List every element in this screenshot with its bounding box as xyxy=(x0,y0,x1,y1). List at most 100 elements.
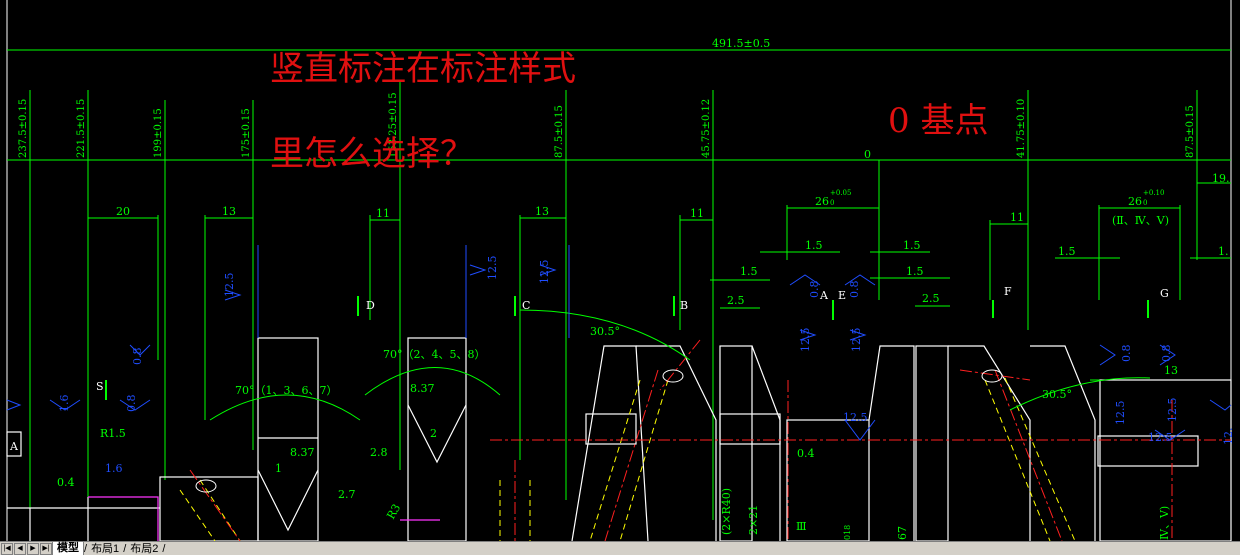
vertical-dimension-texts: 237.5±0.15 221.5±0.15 199±0.15 175±0.15 … xyxy=(18,92,1196,158)
dim-2-7: 2.7 xyxy=(338,488,356,501)
roughness-0-8-a: 0.8 xyxy=(131,348,144,366)
roughness-1-6-a: 1.6 xyxy=(105,462,123,475)
tab-divider-1: / xyxy=(84,543,88,555)
tab-layout2[interactable]: 布局2 xyxy=(130,542,159,555)
angle-70-b: 70°（2、4、5、8） xyxy=(383,348,486,361)
next-tab-button[interactable]: ▶ xyxy=(27,543,39,555)
small-dimension-lines xyxy=(88,182,1231,381)
dim-2-5-a: 2.5 xyxy=(727,294,745,307)
tab-model[interactable]: 模型 xyxy=(52,542,84,555)
prev-tab-button[interactable]: ◀ xyxy=(14,543,26,555)
roughness-12-5-h: 12.5 xyxy=(1114,401,1127,426)
roughness-12-5-a: 12.5 xyxy=(223,273,236,298)
question-line-2: 里怎么选择？ xyxy=(270,134,474,174)
dim-26-b-tol-upper: +0.10 xyxy=(1143,189,1164,197)
section-A: A xyxy=(819,289,829,302)
zero-basepoint-text: 0 xyxy=(864,148,871,161)
dim-8-37-a: 8.37 xyxy=(410,382,435,395)
dim-67: 67 xyxy=(896,526,909,540)
roughness-0-8-b: 0.8 xyxy=(125,395,138,413)
dim-13-a: 13 xyxy=(222,205,236,218)
overall-dimension-text: 491.5±0.5 xyxy=(712,37,770,50)
label-2: 2 xyxy=(430,427,437,440)
dim-1-5-b: 1.5 xyxy=(903,239,921,252)
dim-26-b-tol-lower: 0 xyxy=(1143,199,1147,207)
question-line-1: 竖直标注在标注样式 xyxy=(270,49,576,89)
hole-ellipse-1 xyxy=(195,479,217,493)
tab-layout1[interactable]: 布局1 xyxy=(91,542,120,555)
vdim-8: 41.75±0.10 xyxy=(1016,99,1027,158)
dim-1-5-c: 1.5 xyxy=(740,265,758,278)
roughness-symbols xyxy=(6,245,1232,441)
radius-3: R3 xyxy=(384,502,403,522)
section-A-left: A xyxy=(9,440,19,453)
dim-11-b: 11 xyxy=(690,207,704,220)
dim-1-5-a: 1.5 xyxy=(805,239,823,252)
section-C: C xyxy=(522,299,530,312)
angle-30-5-a: 30.5° xyxy=(590,325,620,338)
roughness-12-5-b: 12.5 xyxy=(486,256,499,281)
roughness-12-5-f: 12.5 xyxy=(843,411,868,424)
label-1: 1 xyxy=(275,462,282,475)
dim-19: 19. xyxy=(1212,172,1230,185)
vdim-9: 87.5±0.15 xyxy=(1185,105,1196,158)
section-F: F xyxy=(1004,285,1012,298)
roughness-12-partial: 12. xyxy=(1222,428,1235,446)
dim-11-c: 11 xyxy=(1010,211,1024,224)
roughness-1-6-b: 1.6 xyxy=(58,395,71,413)
dim-2-5-b: 2.5 xyxy=(922,292,940,305)
tab-divider-3: / xyxy=(162,543,166,555)
angle-70-a: 70°（1、3、6、7） xyxy=(235,384,338,397)
dim-2-8: 2.8 xyxy=(370,446,388,459)
roughness-12-5-g: 12.5 xyxy=(1148,431,1173,444)
roughness-0-8-f: 0.8 xyxy=(1160,345,1173,363)
dim-018: 018 xyxy=(843,525,852,540)
dim-13-c: 13 xyxy=(1164,364,1178,377)
extension-lines xyxy=(29,80,1198,520)
vdim-1: 237.5±0.15 xyxy=(18,99,29,158)
vdim-4: 175±0.15 xyxy=(241,108,252,158)
roughness-0-8-c: 0.8 xyxy=(808,281,821,299)
angle-30-5-b: 30.5° xyxy=(1042,388,1072,401)
section-markers xyxy=(105,296,1149,400)
model-space-canvas[interactable]: 491.5±0.5 0 xyxy=(0,0,1240,541)
dim-2xR40: (2×R40) xyxy=(720,488,733,535)
vdim-7: 45.75±0.12 xyxy=(701,99,712,158)
dim-1-5-f: 1. xyxy=(1218,245,1229,258)
section-B: B xyxy=(680,299,688,312)
last-tab-button[interactable]: ▶| xyxy=(40,543,52,555)
vdim-5: 153.25±0.15 xyxy=(388,92,399,158)
part-geometry xyxy=(6,337,1232,541)
roman-iv-v: Ⅳ、Ⅴ) xyxy=(1158,506,1171,540)
roughness-12-5-d: 12.5 xyxy=(799,328,812,353)
section-D: D xyxy=(366,299,375,312)
roughness-12-5-c: 12.5 xyxy=(538,260,551,285)
first-tab-button[interactable]: |◀ xyxy=(1,543,13,555)
hole-ellipse-3 xyxy=(981,369,1003,383)
hidden-lines xyxy=(179,377,1076,541)
angle-arcs xyxy=(209,309,1151,421)
basepoint-label: 0 基点 xyxy=(888,101,988,141)
magenta-profile xyxy=(88,496,159,541)
roughness-12-5-i: 12.5 xyxy=(1166,398,1179,423)
hole-ellipse-2 xyxy=(662,369,684,383)
vdim-2: 221.5±0.15 xyxy=(76,99,87,158)
vdim-6: 87.5±0.15 xyxy=(554,105,565,158)
dim-20: 20 xyxy=(116,205,130,218)
dim-1-5-e: 1.5 xyxy=(1058,245,1076,258)
dim-26-b-note: (Ⅱ、Ⅳ、Ⅴ) xyxy=(1112,214,1169,227)
dim-11-a: 11 xyxy=(376,207,390,220)
radius-1-5: R1.5 xyxy=(100,427,126,440)
layout-tab-bar: |◀ ◀ ▶ ▶| 模型 / 布局1 / 布局2 / xyxy=(0,541,1240,555)
dim-1-5-d: 1.5 xyxy=(906,265,924,278)
roughness-0-4-b: 0.4 xyxy=(797,447,815,460)
center-lines xyxy=(189,339,1231,541)
dim-13-b: 13 xyxy=(535,205,549,218)
section-E: E xyxy=(838,289,846,302)
dim-26-a-tol-upper: +0.05 xyxy=(830,189,851,197)
dim-26-b: 26 xyxy=(1128,195,1142,208)
section-G: G xyxy=(1160,287,1169,300)
dim-2x21: 2×21 xyxy=(747,505,760,535)
roughness-0-4-a: 0.4 xyxy=(57,476,75,489)
